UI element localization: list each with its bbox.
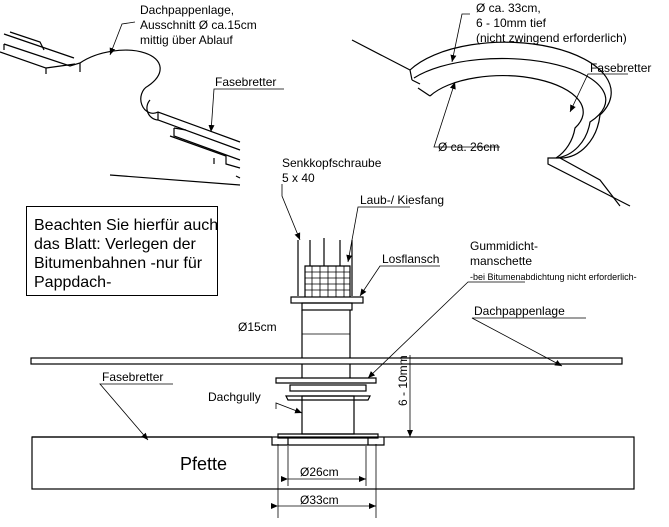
label-dachgully: Dachgully xyxy=(208,390,261,404)
label-dachpappenlage-top-2: Ausschnitt Ø ca.15cm xyxy=(140,18,257,32)
label-fasebretter-bottom: Fasebretter xyxy=(102,370,163,384)
label-laub-kiesfang: Laub-/ Kiesfang xyxy=(360,193,444,207)
note-line-1: Beachten Sie hierfür auch xyxy=(34,217,219,234)
label-senkkopf-2: 5 x 40 xyxy=(282,171,315,185)
label-d33: Ø33cm xyxy=(300,493,339,507)
label-depth: 6 - 10mm xyxy=(396,355,410,406)
leader-lines xyxy=(99,13,628,441)
note-line-4: Pappdach- xyxy=(34,274,112,291)
note-line-3: Bitumenbahnen -nur für xyxy=(34,255,203,272)
label-fasebretter-top-left: Fasebretter xyxy=(215,75,276,89)
label-d26: Ø26cm xyxy=(300,465,339,479)
labels: Dachpappenlage, Ausschnitt Ø ca.15cm mit… xyxy=(102,1,651,507)
label-d15: Ø15cm xyxy=(238,320,277,334)
label-dachpappenlage-top-1: Dachpappenlage, xyxy=(140,3,234,17)
roofing-layer xyxy=(30,357,623,365)
top-left-board-view xyxy=(0,31,241,186)
label-dachpappenlage-right: Dachpappenlage xyxy=(474,304,565,318)
top-right-ring-view xyxy=(351,39,631,207)
label-fasebretter-top-right: Fasebretter xyxy=(590,61,651,75)
note-box: Beachten Sie hierfür auch das Blatt: Ver… xyxy=(26,206,218,296)
label-gummi-3: -bei Bitumenabdichtung nicht erforderlic… xyxy=(470,272,637,282)
label-ring-outer-2: 6 - 10mm tief xyxy=(476,16,547,30)
label-ring-outer-1: Ø ca. 33cm, xyxy=(476,1,541,15)
pfette-beam xyxy=(31,436,635,490)
label-gummi-2: manschette xyxy=(470,254,532,268)
gully-pipe xyxy=(301,395,355,435)
label-ring-outer-3: (nicht zwingend erforderlich) xyxy=(476,31,627,45)
label-senkkopf-1: Senkkopfschraube xyxy=(282,156,382,170)
losflansch xyxy=(290,296,364,304)
label-ring-inner: Ø ca. 26cm xyxy=(438,140,499,154)
label-dachpappenlage-top-3: mittig über Ablauf xyxy=(140,33,233,47)
section-view xyxy=(30,238,635,518)
label-gummi-1: Gummidicht- xyxy=(470,239,538,253)
note-line-2: das Blatt: Verlegen der xyxy=(34,236,196,253)
label-pfette: Pfette xyxy=(180,454,227,474)
label-losflansch: Losflansch xyxy=(382,252,439,266)
